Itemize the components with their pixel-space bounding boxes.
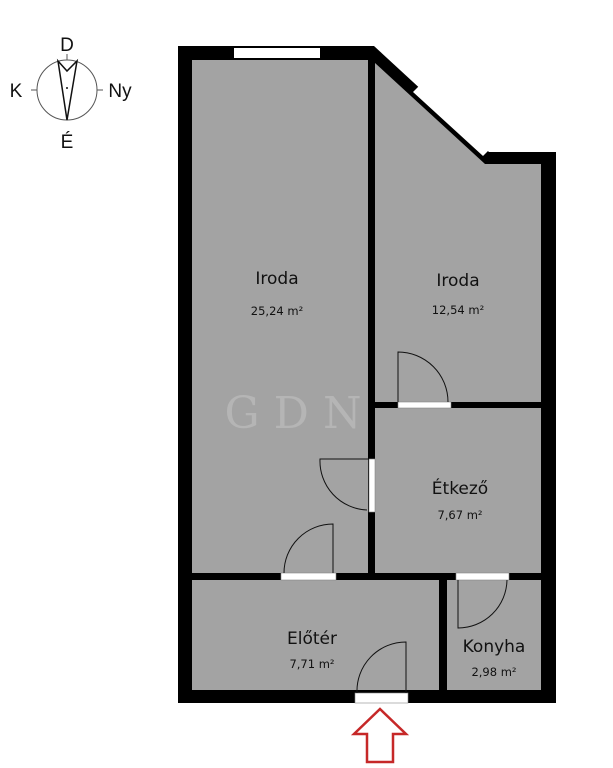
room-area: 7,71 m² — [289, 657, 334, 671]
room-name: Étkező — [432, 477, 488, 499]
room-area: 25,24 m² — [251, 304, 303, 318]
room-name: Iroda — [255, 269, 298, 289]
compass-center-dot — [66, 87, 68, 89]
door-iroda-eloter[interactable] — [280, 523, 337, 581]
entrance-arrow-icon — [350, 707, 410, 764]
room-iroda-small — [375, 63, 541, 402]
window-diagonal — [413, 86, 489, 156]
room-konyha — [447, 580, 541, 690]
room-etkezo — [375, 408, 541, 573]
compass-needle-icon — [56, 58, 79, 121]
room-area: 7,67 m² — [437, 508, 482, 522]
door-iroda-small[interactable] — [397, 351, 452, 409]
room-iroda-large — [192, 60, 368, 573]
door-entrance[interactable] — [354, 641, 409, 704]
watermark-logo: GDN — [225, 388, 376, 439]
compass: D K Ny É — [10, 35, 132, 153]
room-name: Iroda — [436, 271, 479, 291]
room-name: Konyha — [463, 637, 526, 657]
compass-circle — [36, 59, 98, 121]
compass-label-south: D — [60, 35, 74, 56]
door-konyha[interactable] — [455, 572, 510, 629]
room-eloter — [192, 580, 439, 690]
compass-label-west: Ny — [108, 81, 132, 102]
door-iroda-etkezo[interactable] — [319, 458, 376, 513]
room-area: 12,54 m² — [432, 303, 484, 317]
window-top — [234, 48, 320, 58]
compass-label-east: K — [10, 81, 23, 102]
compass-label-north: É — [61, 132, 74, 153]
room-name: Előtér — [287, 629, 337, 649]
room-area: 2,98 m² — [471, 665, 516, 679]
